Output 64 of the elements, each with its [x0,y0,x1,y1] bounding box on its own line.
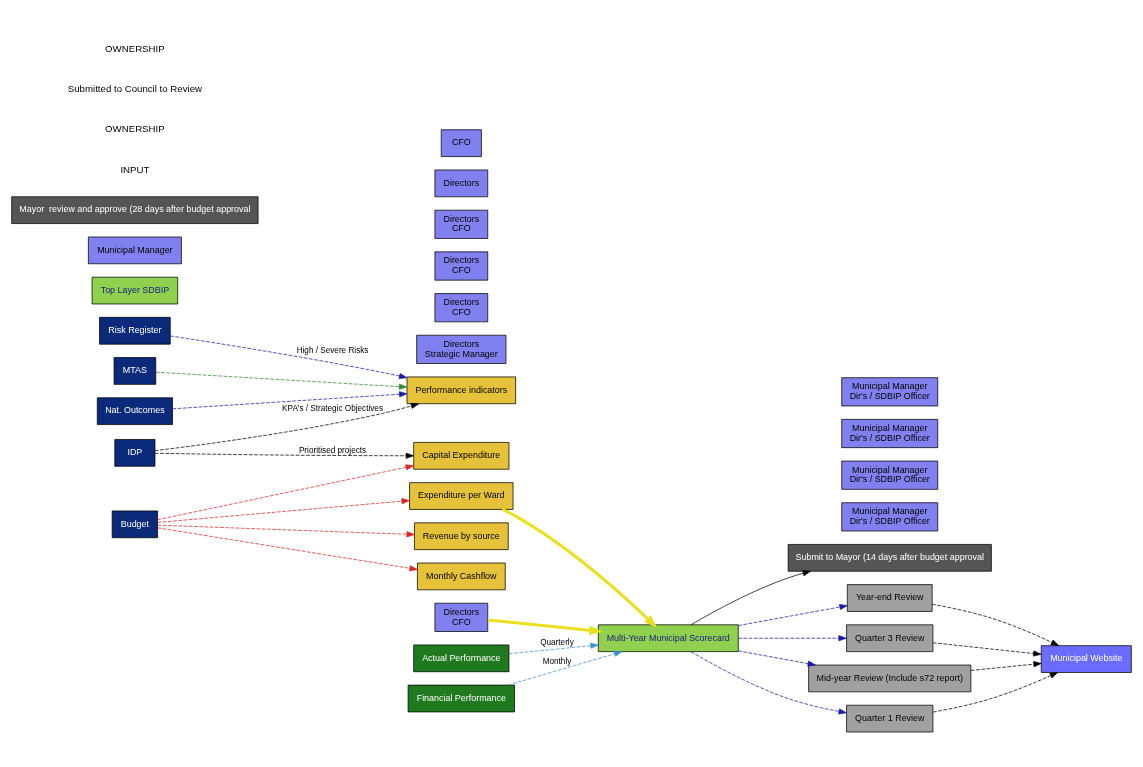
arrow [172,390,408,409]
node-box: Expenditure per Ward [409,481,514,510]
edge-label: KPA's / Strategic Objectives [282,403,383,413]
node-box: Municipal Manager Dir's / SDBIP Officer [841,418,939,448]
arrow [690,650,847,714]
node-box: Directors CFO [434,251,489,280]
node-box: Municipal Manager Dir's / SDBIP Officer [841,460,939,490]
node-box: Risk Register [99,316,171,345]
node-box: Top Layer SDBIP [91,276,179,304]
arrow [169,335,408,379]
node-box: Multi-Year Municipal Scorecard [597,623,739,652]
label: Submitted to Council to Review [67,82,202,94]
arrow [932,641,1042,656]
node-box: Submit to Mayor (14 days after budget approval [787,543,992,572]
node-box: Financial Performance [407,684,515,712]
arrow [155,371,408,390]
node-box: Quarter 3 Review [846,623,934,652]
arrow [501,507,658,628]
node-box: Municipal Manager [88,236,182,264]
node-box: Municipal Manager Dir's / SDBIP Officer [841,376,939,406]
node-box: Directors CFO [434,209,489,239]
arrow [157,524,415,537]
node-box: Quarter 1 Review [846,704,934,732]
edge-label: Quarterly [540,637,574,647]
edge-label: High / Severe Risks [296,345,369,355]
label: INPUT [120,163,150,175]
node-box: MTAS [113,356,157,385]
node-box: Capital Expenditure [413,441,510,470]
node-box: IDP [114,438,156,467]
node-box: Directors [434,169,489,197]
node-box: Directors Strategic Manager [416,334,507,364]
arrow [931,603,1060,646]
arrow [154,452,414,459]
arrow [508,642,599,654]
arrow [154,402,419,451]
arrow [932,671,1058,712]
label: OWNERSHIP [105,42,165,54]
node-box: Directors CFO [434,292,489,322]
edge-label: Monthly [542,656,572,666]
node-box: Year-end Review [846,583,933,612]
node-box: Performance indicators [406,376,517,404]
node-box: Nat. Outcomes [96,396,173,425]
arrow [157,497,410,523]
arrow [507,650,623,685]
node-box: Revenue by source [414,521,509,550]
arrow [157,527,418,571]
arrow [487,618,603,635]
node-box: Actual Performance [413,644,510,672]
node-box: Mid-year Review (Include s72 report) [808,664,972,692]
arrow [737,650,816,667]
node-box: Directors CFO [434,602,489,632]
node-box: Mayor review and approve (28 days after budget approval [11,195,259,224]
node-box: Municipal Manager Dir's / SDBIP Officer [841,501,939,531]
node-box: Municipal Website [1040,644,1132,673]
arrow [737,634,847,641]
arrow [737,603,848,626]
node-box: Budget [111,510,158,538]
label: OWNERSHIP [105,122,165,134]
arrow [157,463,414,520]
arrow [970,660,1042,671]
node-box: Monthly Cashflow [417,562,506,590]
arrow [690,569,811,625]
edge-label: Prioritised projects [298,445,367,455]
node-box: CFO [440,128,482,157]
